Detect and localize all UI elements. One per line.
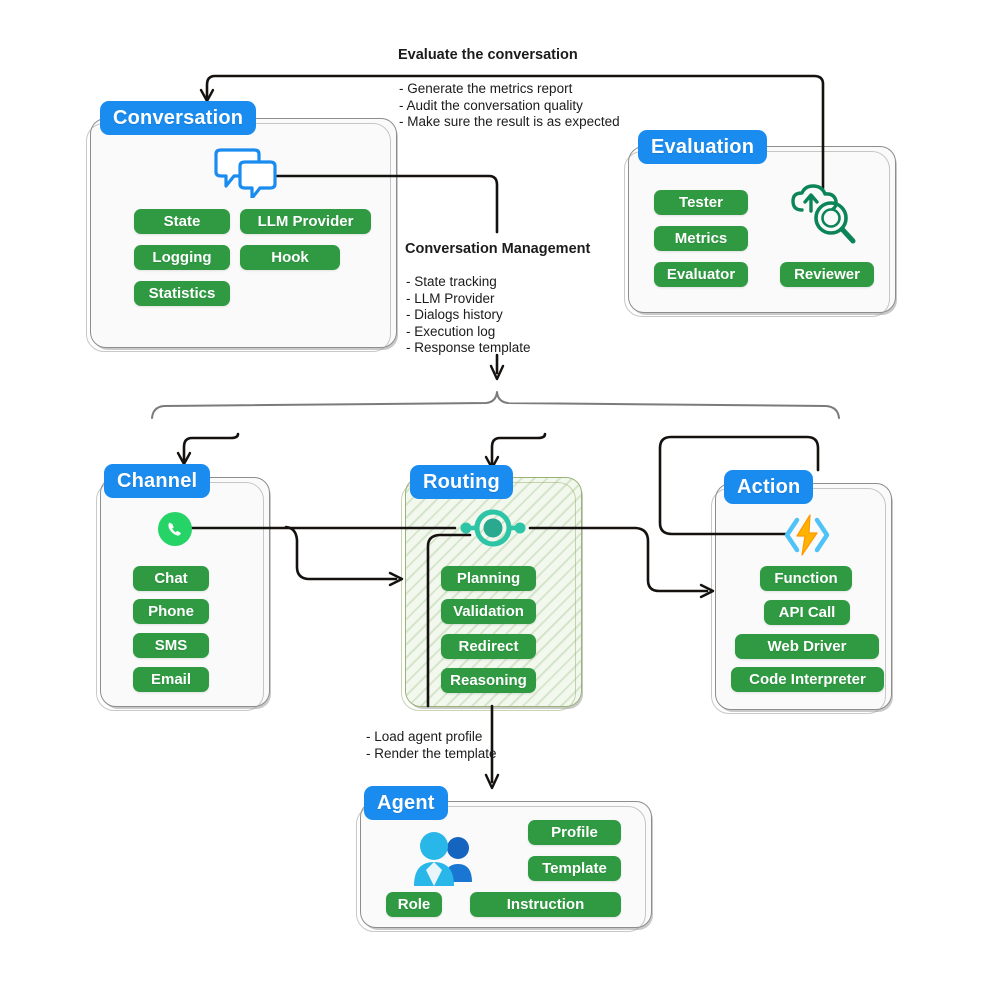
lightning-code-icon: [780, 512, 834, 558]
arrowhead-routing-left: [388, 571, 404, 587]
cm-item-0: - State tracking: [406, 274, 497, 289]
pill-metrics[interactable]: Metrics: [654, 226, 748, 251]
pill-state[interactable]: State: [134, 209, 230, 234]
evaluate-item-1: - Audit the conversation quality: [399, 97, 583, 113]
evaluate-annotation-title: Evaluate the conversation: [398, 47, 578, 63]
pill-validation[interactable]: Validation: [441, 599, 536, 624]
pill-role[interactable]: Role: [386, 892, 442, 917]
wire-brace-to-routing: [490, 432, 547, 466]
evaluation-header-chip[interactable]: Evaluation: [638, 130, 768, 164]
brace-span: [151, 391, 840, 419]
action-header-chip[interactable]: Action: [724, 470, 814, 504]
cm-item-4: - Response template: [406, 340, 531, 355]
pill-llm-provider[interactable]: LLM Provider: [240, 209, 371, 234]
users-icon: [408, 828, 480, 890]
channel-header-chip[interactable]: Channel: [104, 464, 211, 498]
pill-sms[interactable]: SMS: [133, 633, 209, 658]
pill-statistics[interactable]: Statistics: [134, 281, 230, 306]
pill-tester[interactable]: Tester: [654, 190, 748, 215]
pill-api-call[interactable]: API Call: [764, 600, 850, 625]
agent-header-chip[interactable]: Agent: [364, 786, 448, 820]
arrowhead-action-left: [699, 583, 715, 599]
pill-hook[interactable]: Hook: [240, 245, 340, 270]
cm-item-1: - LLM Provider: [406, 290, 495, 306]
arrowhead-brace-top: [489, 364, 505, 381]
routing-node-icon: [457, 500, 529, 556]
chat-bubbles-icon: [212, 148, 278, 200]
pill-planning[interactable]: Planning: [441, 566, 536, 591]
conversation-management-title: Conversation Management: [405, 241, 591, 257]
conversation-header-chip[interactable]: Conversation: [100, 101, 257, 135]
pill-chat[interactable]: Chat: [133, 566, 209, 591]
conversation-management-list: - State tracking - LLM Provider - Dialog…: [406, 274, 531, 357]
agent-load-item-0: - Load agent profile: [366, 729, 483, 744]
arrowhead-agent-top: [484, 773, 500, 790]
pill-web-driver[interactable]: Web Driver: [735, 634, 879, 659]
pill-reasoning[interactable]: Reasoning: [441, 668, 536, 693]
pill-phone[interactable]: Phone: [133, 599, 209, 624]
pill-email[interactable]: Email: [133, 667, 209, 692]
cloud-search-icon: [790, 184, 860, 246]
pill-instruction[interactable]: Instruction: [470, 892, 621, 917]
evaluate-item-0: - Generate the metrics report: [399, 81, 573, 96]
pill-function[interactable]: Function: [760, 566, 852, 591]
agent-load-list: - Load agent profile - Render the templa…: [366, 729, 497, 762]
whatsapp-icon: [156, 510, 194, 548]
wire-channel-to-routing-box: [284, 525, 398, 581]
pill-logging[interactable]: Logging: [134, 245, 230, 270]
pill-redirect[interactable]: Redirect: [441, 634, 536, 659]
routing-header-chip[interactable]: Routing: [410, 465, 513, 499]
cm-item-3: - Execution log: [406, 323, 496, 339]
wire-brace-to-channel: [182, 432, 240, 462]
pill-evaluator[interactable]: Evaluator: [654, 262, 748, 287]
evaluate-item-2: - Make sure the result is as expected: [399, 114, 620, 129]
cm-item-2: - Dialogs history: [406, 307, 503, 322]
arrowhead-conversation-top: [199, 88, 215, 103]
pill-code-interpreter[interactable]: Code Interpreter: [731, 667, 884, 692]
pill-profile[interactable]: Profile: [528, 820, 621, 845]
pill-reviewer[interactable]: Reviewer: [780, 262, 874, 287]
pill-template[interactable]: Template: [528, 856, 621, 881]
arrowhead-channel-top: [176, 451, 192, 466]
evaluate-annotation-list: - Generate the metrics report - Audit th…: [399, 81, 620, 131]
agent-load-item-1: - Render the template: [366, 745, 497, 761]
